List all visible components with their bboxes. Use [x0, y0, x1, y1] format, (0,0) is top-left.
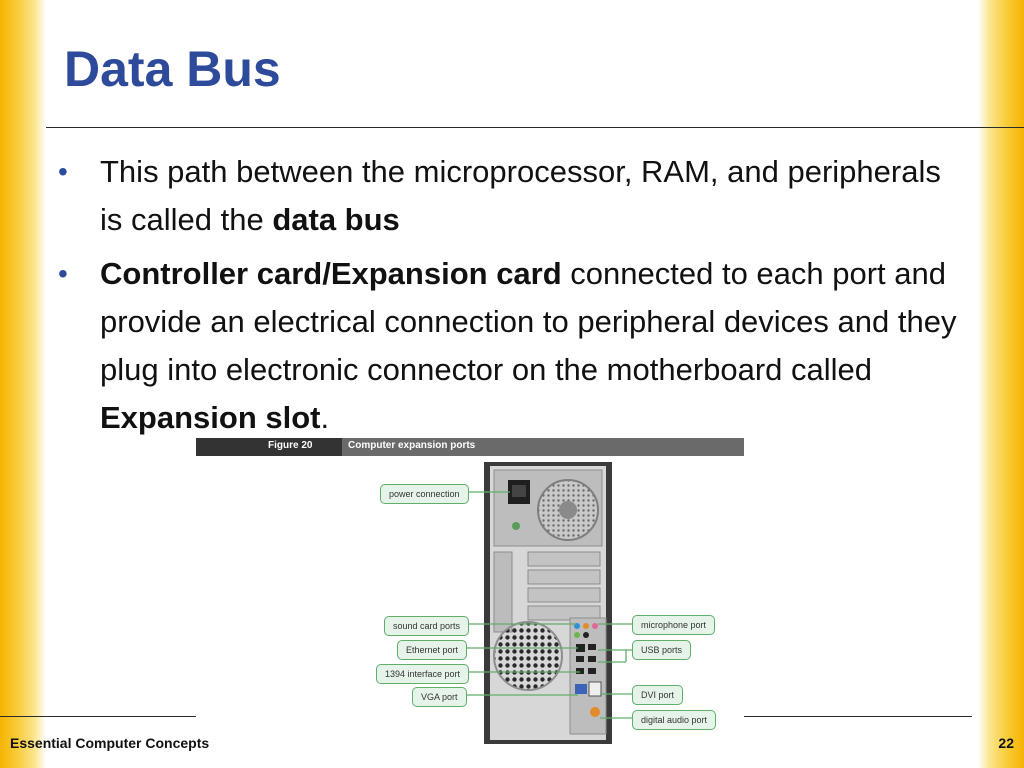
ethernet-port-icon: [576, 644, 585, 652]
bullet-item: • This path between the microprocessor, …: [58, 148, 958, 244]
slide-title: Data Bus: [64, 41, 281, 97]
footer-divider-right: [744, 716, 972, 717]
digital-audio-port-icon: [590, 707, 600, 717]
bullet-text-bold: Controller card/Expansion card: [100, 256, 562, 291]
footer-page-number: 22: [998, 735, 1014, 751]
bullet-dot-icon: •: [58, 258, 68, 289]
callout-1394-interface-port: 1394 interface port: [376, 664, 470, 684]
left-edge-gradient: [0, 0, 46, 768]
callout-digital-audio-port: digital audio port: [632, 710, 717, 730]
case-fan-grille-icon: [493, 621, 563, 691]
right-edge-gradient: [978, 0, 1024, 768]
expansion-ports-figure: Figure 20 Computer expansion ports: [196, 438, 744, 748]
bullet-text-part: This path between the microprocessor, RA…: [100, 154, 941, 237]
bullet-text-part: connected to each port and provide an el…: [100, 256, 957, 387]
callout-ethernet-port: Ethernet port: [397, 640, 468, 660]
bullet-item: • Controller card/Expansion card connect…: [58, 250, 958, 442]
bullet-text-bold: Expansion slot: [100, 400, 321, 435]
callout-microphone-port: microphone port: [632, 615, 716, 635]
callout-dvi-port: DVI port: [632, 685, 684, 705]
callout-power-connection: power connection: [380, 484, 469, 504]
bullet-list: • This path between the microprocessor, …: [58, 148, 958, 448]
computer-tower-rear-icon: [458, 462, 632, 744]
bullet-dot-icon: •: [58, 156, 68, 187]
bullet-text-bold: data bus: [272, 202, 400, 237]
figure-caption: Computer expansion ports: [348, 440, 476, 451]
bullet-text-part: .: [320, 400, 330, 435]
dvi-port-icon: [588, 681, 602, 697]
vga-port-icon: [575, 684, 587, 694]
callout-vga-port: VGA port: [412, 687, 467, 707]
footer-divider-left: [0, 716, 196, 717]
title-divider: [46, 127, 1024, 128]
figure-number-box: [196, 438, 342, 456]
figure-number: Figure 20: [268, 440, 313, 451]
footer-course-title: Essential Computer Concepts: [10, 735, 210, 751]
callout-sound-card-ports: sound card ports: [384, 616, 470, 636]
callout-usb-ports: USB ports: [632, 640, 692, 660]
